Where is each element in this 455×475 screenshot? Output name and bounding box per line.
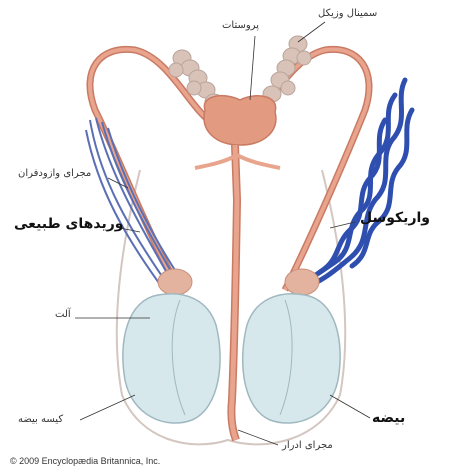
epididymis-right xyxy=(285,269,319,295)
label-testis: بیضه xyxy=(372,410,405,426)
epididymis-left xyxy=(158,269,192,295)
copyright-notice: © 2009 Encyclopædia Britannica, Inc. xyxy=(10,456,160,466)
label-normal-veins: وریدهای طبیعی xyxy=(14,216,123,232)
label-penis: آلت xyxy=(55,309,71,320)
vas-deferens-right xyxy=(245,49,369,290)
label-vas-deferens: مجرای وازودفران xyxy=(18,168,91,179)
label-seminal-vesicle: سمینال وزیکل xyxy=(318,8,377,19)
prostate-gland xyxy=(204,96,276,145)
label-urethra: مجرای ادرار xyxy=(282,440,333,451)
label-scrotum: کیسه بیضه xyxy=(18,414,63,425)
testis-left xyxy=(123,294,220,423)
label-varicocele: واریکوسل xyxy=(360,210,430,226)
label-prostate: پروستات xyxy=(222,20,259,31)
seminal-vesicle-right xyxy=(263,36,311,102)
varicocele-veins xyxy=(292,80,412,290)
